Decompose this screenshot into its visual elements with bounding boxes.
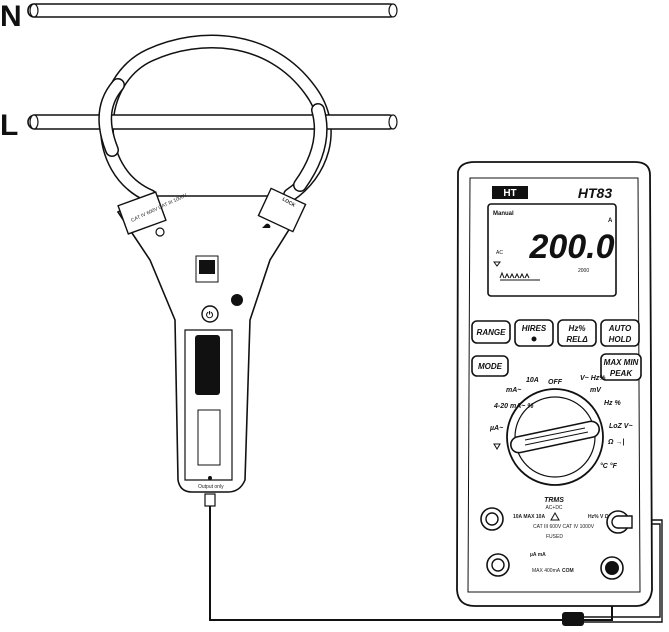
dial-mv: mV [590, 387, 602, 394]
dial-probe-icon [493, 443, 501, 450]
jack-10a[interactable] [480, 507, 504, 531]
dial-ma: mA~ [506, 387, 521, 394]
trms-sub-label: AC+DC [545, 505, 562, 511]
dial-loop: 4-20 mA~ % [493, 403, 534, 410]
mode-button-label: MODE [478, 362, 503, 371]
jack-com-label: COM [562, 568, 574, 574]
lcd-display [487, 203, 617, 297]
probe-plug [618, 515, 633, 529]
dial-ohm: Ω →| [607, 439, 624, 446]
range-button[interactable]: RANGE [471, 320, 511, 344]
mode-button[interactable]: MODE [471, 355, 509, 377]
auto-button-top-label: AUTO [608, 324, 632, 333]
power-button[interactable] [201, 305, 219, 323]
probe-icon [493, 261, 501, 267]
bargraph-icon [499, 271, 530, 279]
display-unit: A [608, 218, 613, 224]
dial-hz: Hz % [604, 400, 622, 407]
hires-button-label: HIRES [522, 324, 547, 333]
backlight-icon [531, 336, 537, 342]
dial-ua: µA~ [489, 425, 503, 432]
brand-badge [492, 186, 528, 199]
auto-hold-button[interactable]: AUTO HOLD [600, 319, 640, 347]
jack-max-label: MAX 400mA [532, 568, 561, 574]
maxmin-button-top-label: MAX MIN [604, 358, 639, 367]
model-label: HT83 [578, 185, 612, 201]
jack-ua-ma-label: µA mA [530, 552, 546, 558]
trms-label: TRMS [544, 497, 564, 504]
line-label: L [0, 109, 18, 142]
neutral-conductor: N [0, 0, 398, 33]
jack-10a-label: 10A MAX 10A [513, 514, 545, 520]
lock-block[interactable] [257, 187, 307, 233]
padlock-icon [262, 223, 271, 228]
cable-junction [562, 612, 584, 626]
jack-v-label: Hz% V Ω [588, 514, 609, 520]
grip-pad [195, 335, 220, 395]
display-sub-value: 2000 [578, 268, 589, 274]
jack-ua-ma[interactable] [486, 553, 510, 577]
hz-button-top-label: Hz% [569, 324, 586, 333]
jack-com[interactable] [600, 556, 624, 580]
multimeter: HT HT83 Manual A AC 200.0 2000 RANGE HIR… [456, 161, 653, 607]
display-ac: AC [496, 250, 503, 256]
dial-temp: °C °F [600, 462, 618, 470]
neutral-label: N [0, 0, 22, 33]
auto-button-bottom-label: HOLD [609, 335, 632, 344]
warning-icon [550, 511, 560, 521]
dial-v-ac: V~ Hz% [580, 375, 606, 382]
output-text: Output only [198, 484, 224, 490]
dial-lowz: LoZ V~ [609, 423, 633, 430]
hires-button[interactable]: HIRES [514, 319, 554, 347]
maxmin-button-bottom-label: PEAK [610, 369, 633, 378]
hz-button-bottom-label: RELΔ [566, 335, 588, 344]
rotary-dial[interactable] [506, 388, 604, 486]
maxmin-peak-button[interactable]: MAX MIN PEAK [600, 353, 642, 381]
hz-rel-button[interactable]: Hz% RELΔ [557, 319, 597, 347]
screw-icon [155, 227, 165, 237]
power-icon: ⏻ [206, 310, 214, 320]
range-button-label: RANGE [477, 328, 507, 337]
dial-10a: 10A [526, 377, 539, 384]
jack-cat-label: CAT III 600V CAT IV 1000V [533, 524, 595, 530]
clamp-body: CAT IV 600V CAT III 1000V LOCK ⏻ Output … [116, 187, 307, 493]
battery-cover [197, 409, 221, 466]
fused-label: FUSED [546, 534, 563, 540]
dial-off: OFF [548, 379, 563, 386]
display-reading: 200.0 [528, 228, 614, 266]
left-jaw-block [117, 191, 167, 235]
output-led-icon [231, 294, 243, 306]
line-conductor: L [0, 109, 398, 142]
brand-label: HT [503, 188, 516, 199]
display-mode: Manual [493, 211, 514, 217]
